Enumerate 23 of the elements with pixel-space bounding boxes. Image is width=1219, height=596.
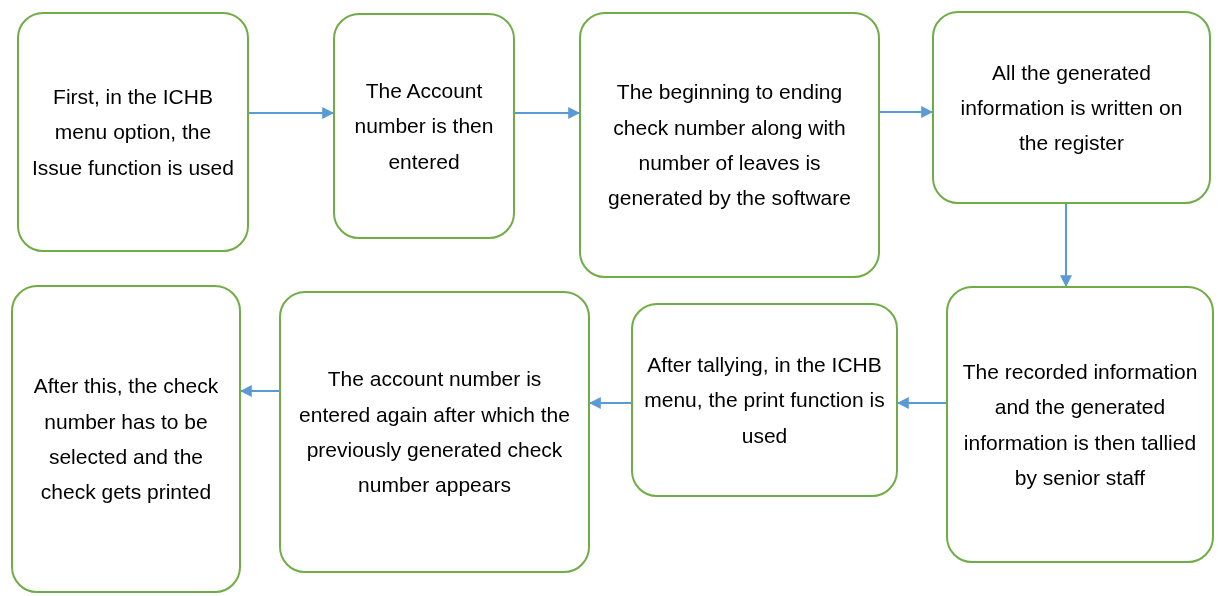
arrow (896, 397, 947, 409)
process-box (579, 12, 880, 278)
arrow (588, 397, 632, 409)
step-text: First, in the ICHB menu option, the Issue function is used (31, 84, 235, 181)
process-box (946, 286, 1214, 563)
arrow (514, 107, 581, 119)
arrow (879, 106, 934, 118)
process-box (279, 291, 590, 573)
step-text: After this, the check number has to be selected and the check gets printed (32, 373, 220, 506)
step-text: The account number is entered again after which the previously generated check number appears (298, 366, 571, 499)
step-text: All the generated information is written on the register (959, 59, 1184, 157)
process-box (333, 13, 515, 239)
process-box (932, 11, 1211, 204)
process-box (17, 12, 249, 252)
step-text: The Account number is then entered (353, 78, 495, 175)
arrow (239, 385, 280, 397)
arrow (1060, 203, 1072, 288)
step-text: After tallying, in the ICHB menu, the print function is used (643, 352, 886, 449)
process-box (11, 285, 241, 593)
step-text: The beginning to ending check number along with number of leaves is generated by the software (607, 79, 852, 212)
process-box (631, 303, 898, 497)
arrow (248, 107, 335, 119)
step-text: The recorded information and the generated information is then tallied by senior staff (961, 358, 1199, 491)
